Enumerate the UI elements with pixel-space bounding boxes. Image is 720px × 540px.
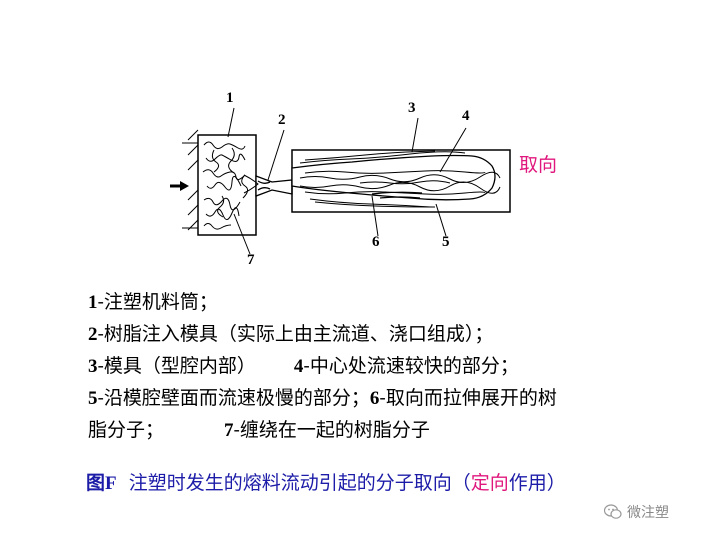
wall-slow-flow bbox=[299, 150, 466, 208]
caption-text: 注塑时发生的熔料流动引起的分子取向（ bbox=[128, 472, 471, 494]
legend-text: -沿模腔壁面而流速极慢的部分； bbox=[97, 387, 370, 409]
caption-prefix: 图F bbox=[86, 473, 117, 494]
legend-num: 1 bbox=[88, 292, 98, 313]
legend-line-3: 3-模具（型腔内部） 4-中心处流速较快的部分； bbox=[88, 351, 519, 378]
legend-num: 2 bbox=[88, 324, 98, 345]
watermark: 微注塑 bbox=[604, 502, 669, 522]
figure-caption: 图F 注塑时发生的熔料流动引起的分子取向（定向作用） bbox=[86, 468, 566, 495]
entangled-molecules bbox=[202, 141, 249, 230]
legend-num: 5 bbox=[88, 388, 98, 409]
legend-text: -树脂注入模具（实际上由主流道、浇口组成）； bbox=[97, 323, 494, 345]
barrel-wall-hatching bbox=[182, 129, 199, 231]
caption-suffix: 作用） bbox=[508, 472, 566, 494]
legend-num: 6 bbox=[369, 388, 380, 409]
legend-text: -缠绕在一起的树脂分子 bbox=[233, 419, 430, 441]
stretched-molecules bbox=[371, 191, 423, 199]
label-1: 1 bbox=[226, 90, 234, 106]
label-4: 4 bbox=[462, 108, 470, 124]
legend-line-5: 脂分子； 7-缠绕在一起的树脂分子 bbox=[88, 415, 430, 442]
legend-num: 4 bbox=[293, 356, 304, 377]
wechat-icon bbox=[604, 504, 622, 519]
leader-lines bbox=[227, 107, 467, 255]
injection-arrow bbox=[170, 181, 189, 191]
legend-text: -模具（型腔内部） bbox=[97, 355, 256, 377]
watermark-text: 微注塑 bbox=[627, 505, 669, 521]
caption-highlight: 定向 bbox=[470, 472, 509, 494]
legend-text: -注塑机料筒； bbox=[97, 291, 218, 313]
injection-molding-diagram bbox=[170, 107, 511, 255]
legend-line-1: 1-注塑机料筒； bbox=[88, 287, 218, 314]
orientation-label: 取向 bbox=[519, 154, 558, 176]
label-5: 5 bbox=[442, 234, 450, 250]
legend-line-4: 5-沿模腔壁面而流速极慢的部分；6-取向而拉伸展开的树 bbox=[88, 383, 557, 410]
legend-num: 3 bbox=[88, 356, 98, 377]
label-3: 3 bbox=[408, 100, 416, 116]
barrel bbox=[197, 134, 257, 236]
center-fast-flow bbox=[299, 170, 501, 195]
legend-line-2: 2-树脂注入模具（实际上由主流道、浇口组成）； bbox=[88, 319, 493, 346]
legend-text: -中心处流速较快的部分； bbox=[303, 355, 519, 377]
legend-text: -取向而拉伸展开的树 bbox=[379, 387, 557, 409]
label-7: 7 bbox=[247, 252, 255, 268]
legend-num: 7 bbox=[224, 420, 234, 441]
label-6: 6 bbox=[372, 234, 380, 250]
legend-text: 脂分子； bbox=[88, 419, 165, 441]
label-2: 2 bbox=[278, 112, 286, 128]
